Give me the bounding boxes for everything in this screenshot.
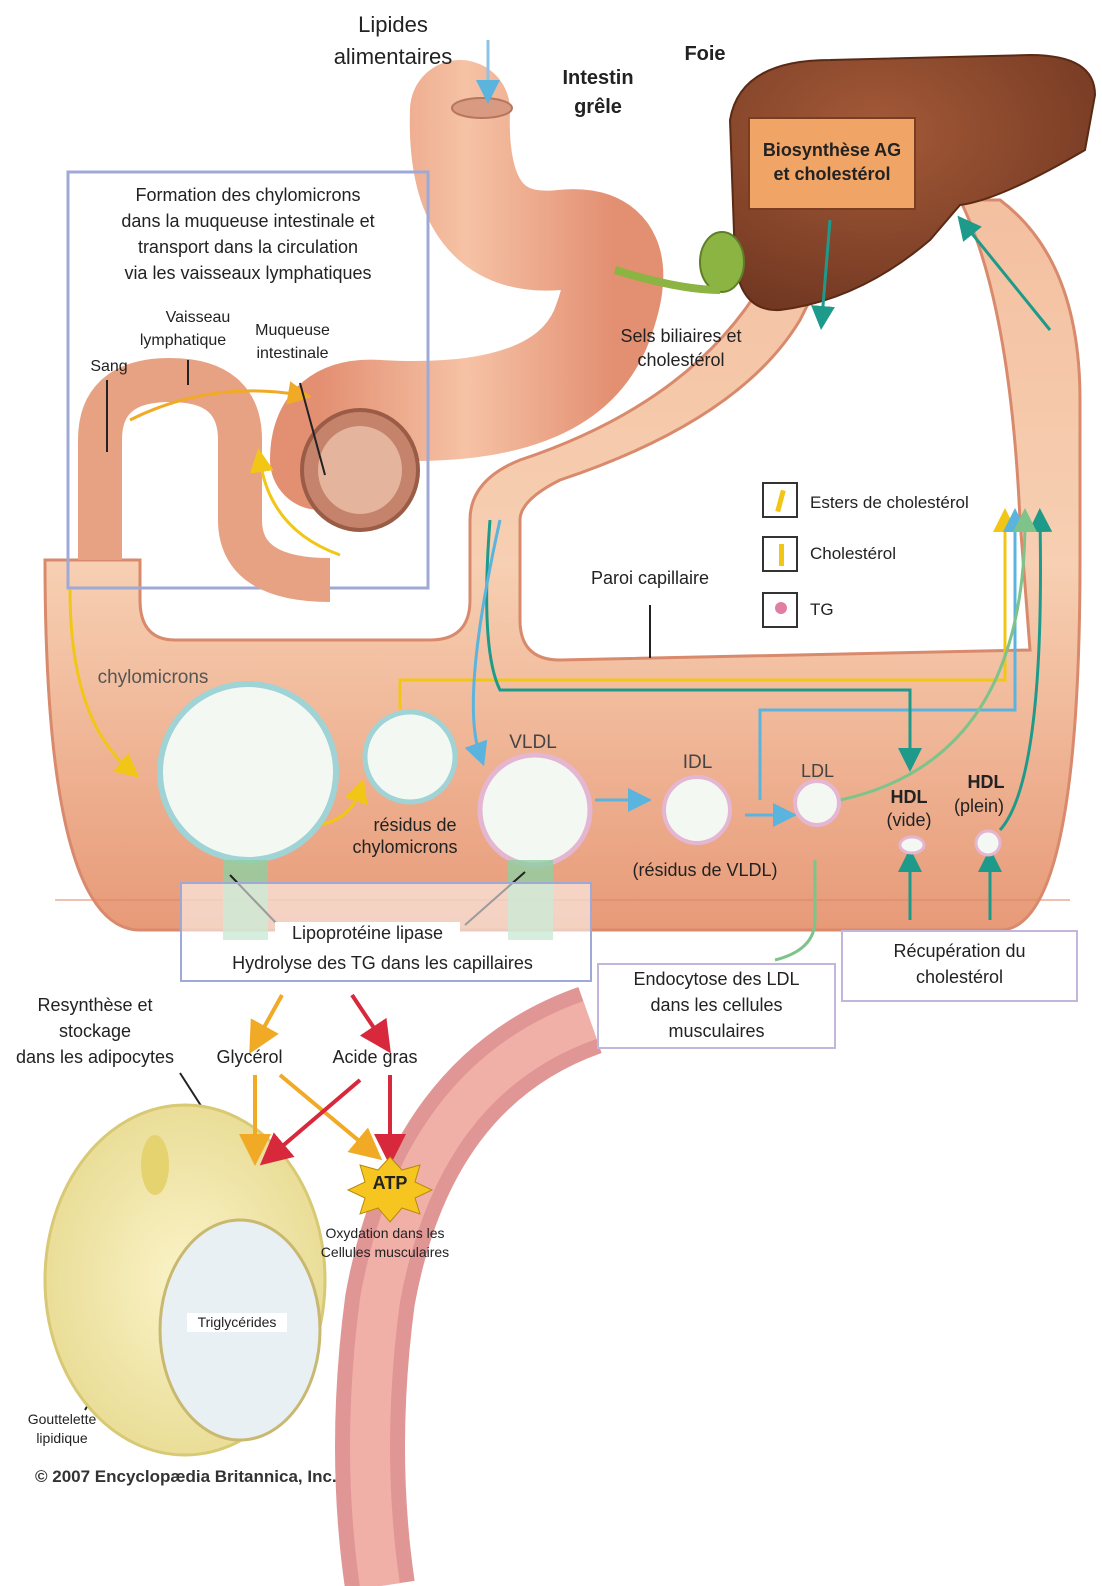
hdl-plein-line1: HDL	[961, 771, 1011, 794]
inset-caption-4: via les vaisseaux lymphatiques	[88, 262, 408, 285]
atp-label: ATP	[365, 1172, 415, 1195]
vaisseau-label-2: lymphatique	[128, 331, 238, 350]
idl-label: IDL	[675, 751, 720, 774]
hdl-vide-line2: (vide)	[876, 809, 942, 832]
muqueuse-label-1: Muqueuse	[240, 321, 345, 340]
lipides-label-2: alimentaires	[318, 43, 468, 71]
vaisseau-label-1: Vaisseau	[148, 308, 248, 327]
oxydation-line1: Oxydation dans les	[305, 1224, 465, 1243]
hdl-full-particle	[976, 831, 1000, 855]
gouttelette-line1: Gouttelette	[12, 1410, 112, 1429]
chylomicrons-label: chylomicrons	[88, 666, 218, 689]
glycerol-label: Glycérol	[207, 1046, 292, 1069]
ldl-particle	[795, 781, 839, 825]
vldl-particle	[480, 755, 590, 865]
endocytose-line3: musculaires	[599, 1020, 834, 1043]
vldl-label: VLDL	[503, 731, 563, 754]
legend-esters: Esters de cholestérol	[810, 491, 990, 514]
residus-chylo-line2: chylomicrons	[340, 836, 470, 859]
cholesterol-ester-icon	[762, 482, 798, 518]
residus-vldl-label: (résidus de VLDL)	[620, 859, 790, 882]
sels-label-1: Sels biliaires et	[606, 325, 756, 348]
lipase-line2: Hydrolyse des TG dans les capillaires	[210, 952, 555, 975]
lipase-line1: Lipoprotéine lipase	[275, 922, 460, 945]
recuperation-line2: cholestérol	[843, 966, 1076, 989]
idl-particle	[664, 777, 730, 843]
recuperation-line1: Récupération du	[843, 940, 1076, 963]
intestin-label-2: grêle	[548, 96, 648, 119]
hdl-plein-line2: (plein)	[944, 795, 1014, 818]
endocytose-line1: Endocytose des LDL	[599, 968, 834, 991]
biosynthese-line2: et cholestérol	[748, 163, 916, 186]
biosynthese-line1: Biosynthèse AG	[748, 139, 916, 162]
acide-gras-label: Acide gras	[325, 1046, 425, 1069]
resynthese-line2: stockage	[20, 1020, 170, 1043]
triglycerides-label: Triglycérides	[187, 1313, 287, 1332]
cholesterol-icon	[762, 536, 798, 572]
copyright: © 2007 Encyclopædia Britannica, Inc.	[35, 1465, 365, 1488]
resynthese-line1: Resynthèse et	[20, 994, 170, 1017]
residus-chylo-line1: résidus de	[355, 814, 475, 837]
intestin-label-1: Intestin	[548, 67, 648, 90]
oxydation-line2: Cellules musculaires	[305, 1243, 465, 1262]
bottom-arrows	[255, 995, 390, 1155]
resynthese-line3: dans les adipocytes	[5, 1046, 185, 1069]
chylomicron-remnant-particle	[365, 712, 455, 802]
chylomicron-particle	[160, 684, 336, 860]
inset-caption-2: dans la muqueuse intestinale et	[88, 210, 408, 233]
ldl-label: LDL	[795, 760, 840, 783]
endocytose-line2: dans les cellules	[599, 994, 834, 1017]
foie-label: Foie	[675, 43, 735, 66]
paroi-label: Paroi capillaire	[580, 567, 720, 590]
muscle-artery	[370, 1020, 590, 1586]
hdl-empty-particle	[900, 837, 924, 853]
hdl-vide-line1: HDL	[884, 786, 934, 809]
sels-label-2: cholestérol	[606, 349, 756, 372]
inset-caption-1: Formation des chylomicrons	[88, 184, 408, 207]
tg-icon	[762, 592, 798, 628]
inset-caption-3: transport dans la circulation	[88, 236, 408, 259]
legend-cholesterol: Cholestérol	[810, 542, 930, 565]
legend-tg: TG	[810, 598, 870, 621]
adipocyte	[45, 1105, 325, 1455]
sang-label: Sang	[84, 357, 134, 376]
muqueuse-label-2: intestinale	[240, 344, 345, 363]
lipides-label-1: Lipides	[328, 11, 458, 39]
gouttelette-line2: lipidique	[12, 1429, 112, 1448]
